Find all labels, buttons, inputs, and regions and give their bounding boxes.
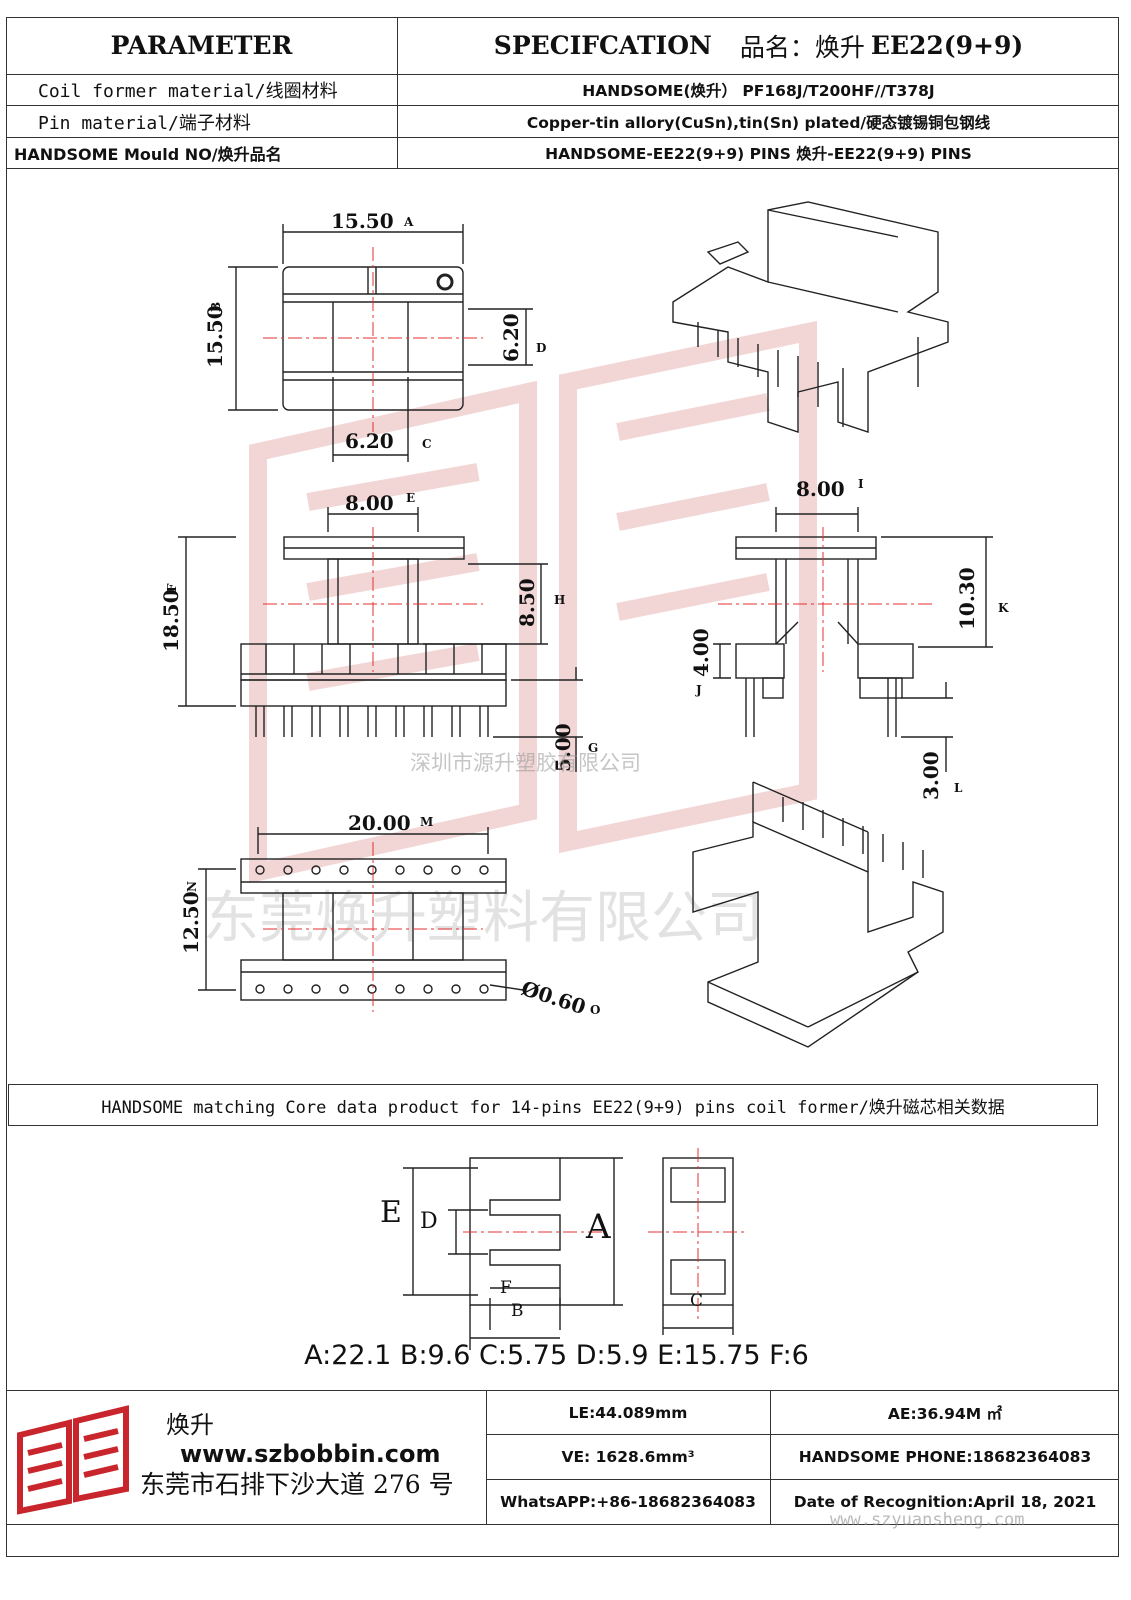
website-link[interactable]: www.szbobbin.com — [180, 1440, 441, 1468]
spec-row-material: Coil former material/线圈材料 HANDSOME(焕升） P… — [6, 75, 1119, 106]
dim-front-pin-len: 5.00 — [551, 723, 575, 772]
dim-top-width-tag: A — [403, 215, 414, 229]
brand-name: 焕升 — [166, 1411, 214, 1439]
dim-front-pin-len-tag: G — [588, 741, 598, 755]
brand-line: 焕升www.szbobbin.com — [166, 1405, 486, 1468]
dim-side-base-h-tag: J — [695, 683, 702, 697]
spec-row-mould: HANDSOME Mould NO/焕升品名 HANDSOME-EE22(9+9… — [6, 138, 1119, 169]
dim-bottom-w-tag: M — [420, 815, 433, 829]
dim-side-pin-len: 3.00 — [919, 751, 943, 800]
watermark-company-small: 深圳市源升塑胶有限公司 — [410, 751, 641, 775]
dim-side-base-h: 4.00 — [689, 628, 713, 677]
row-label: HANDSOME Mould NO/焕升品名 — [6, 138, 398, 168]
core-label-b: B — [511, 1301, 524, 1321]
dim-bottom-h-tag: N — [185, 881, 199, 892]
core-data-values: A:22.1 B:9.6 C:5.75 D:5.9 E:15.75 F:6 — [304, 1340, 809, 1371]
dim-side-pin-len-tag: L — [954, 781, 963, 795]
footer-brand-block: 焕升www.szbobbin.com 东莞市石排下沙大道 276 号 — [6, 1391, 487, 1524]
row-label: Coil former material/线圈材料 — [6, 75, 398, 105]
header-row: PARAMETER SPECIFCATION 品名：焕升 EE22(9+9) — [6, 17, 1119, 75]
ve-value: VE: 1628.6mm³ — [486, 1435, 771, 1480]
core-label-d: D — [420, 1209, 438, 1234]
technical-drawing: 东莞焕升塑料有限公司 — [8, 172, 1117, 1082]
iso-view-bottom — [692, 781, 944, 1048]
sheet-frame — [6, 17, 1119, 1557]
dim-top-inner-w: 6.20 — [345, 429, 394, 453]
iso-view-top — [672, 201, 949, 433]
address: 东莞市石排下沙大道 276 号 — [140, 1470, 454, 1499]
footer: 焕升www.szbobbin.com 东莞市石排下沙大道 276 号 LE:44… — [6, 1390, 1119, 1525]
dim-top-inner-w-tag: C — [422, 437, 432, 451]
row-value: HANDSOME(焕升） PF168J/T200HF//T378J — [582, 82, 935, 100]
footer-data-grid: LE:44.089mm AE:36.94M ㎡ VE: 1628.6mm³ HA… — [486, 1391, 1119, 1524]
dim-side-h-tag: K — [998, 601, 1009, 615]
whatsapp-value: WhatsAPP:+86-18682364083 — [486, 1480, 771, 1524]
dim-top-width: 15.50 — [331, 209, 394, 233]
dim-front-window-h: 8.50 — [515, 578, 539, 627]
core-label-c: C — [690, 1291, 703, 1311]
front-view — [178, 507, 583, 772]
matching-core-title: HANDSOME matching Core data product for … — [8, 1084, 1098, 1126]
core-label-a: A — [585, 1207, 611, 1247]
dim-front-core-w: 8.00 — [345, 491, 394, 515]
dim-top-height-tag: B — [209, 302, 223, 312]
product-label: 品名：焕升 — [739, 32, 865, 62]
core-drawing: E D A F B C — [380, 1148, 748, 1350]
center-lines — [263, 247, 933, 1012]
spec-row-pin: Pin material/端子材料 Copper-tin allory(CuSn… — [6, 106, 1119, 138]
watermark-company-large: 东莞焕升塑料有限公司 — [203, 886, 763, 951]
le-value: LE:44.089mm — [486, 1391, 771, 1435]
dim-front-core-w-tag: E — [406, 491, 415, 505]
specification-heading: SPECIFCATION 品名：焕升 EE22(9+9) — [398, 17, 1119, 74]
dim-top-height: 15.50 — [203, 305, 227, 368]
brand-logo — [17, 1405, 129, 1515]
dim-front-window-h-tag: H — [554, 593, 565, 607]
dim-side-core-w-tag: I — [858, 477, 864, 491]
row-label: Pin material/端子材料 — [6, 106, 398, 137]
dim-top-inner-h: 6.20 — [499, 313, 523, 362]
dim-side-core-w: 8.00 — [796, 477, 845, 501]
row-value: Copper-tin allory(CuSn),tin(Sn) plated/硬… — [526, 113, 991, 132]
dim-pin-dia-tag: O — [590, 1003, 600, 1017]
recognition-date: Date of Recognition:April 18, 2021 — [793, 1493, 1097, 1511]
dim-side-h: 10.30 — [955, 567, 979, 630]
core-label-f: F — [500, 1278, 512, 1298]
parameter-heading: PARAMETER — [6, 17, 398, 74]
core-label-e: E — [380, 1195, 402, 1230]
product-model: EE22(9+9) — [870, 31, 1024, 60]
watermark-url: www.szyuansheng.com — [830, 1510, 1025, 1530]
row-value: HANDSOME-EE22(9+9) PINS 焕升-EE22(9+9) PIN… — [545, 145, 972, 163]
dim-bottom-h: 12.50 — [179, 891, 203, 954]
dim-bottom-w: 20.00 — [348, 811, 411, 835]
specification-label: SPECIFCATION — [493, 31, 712, 60]
dim-front-total-h-tag: F — [165, 583, 179, 592]
side-view — [713, 507, 993, 772]
dim-top-inner-h-tag: D — [536, 341, 546, 355]
dim-front-total-h: 18.50 — [159, 589, 183, 652]
phone-value: HANDSOME PHONE:18682364083 — [771, 1435, 1119, 1480]
ae-value: AE:36.94M ㎡ — [771, 1391, 1119, 1435]
